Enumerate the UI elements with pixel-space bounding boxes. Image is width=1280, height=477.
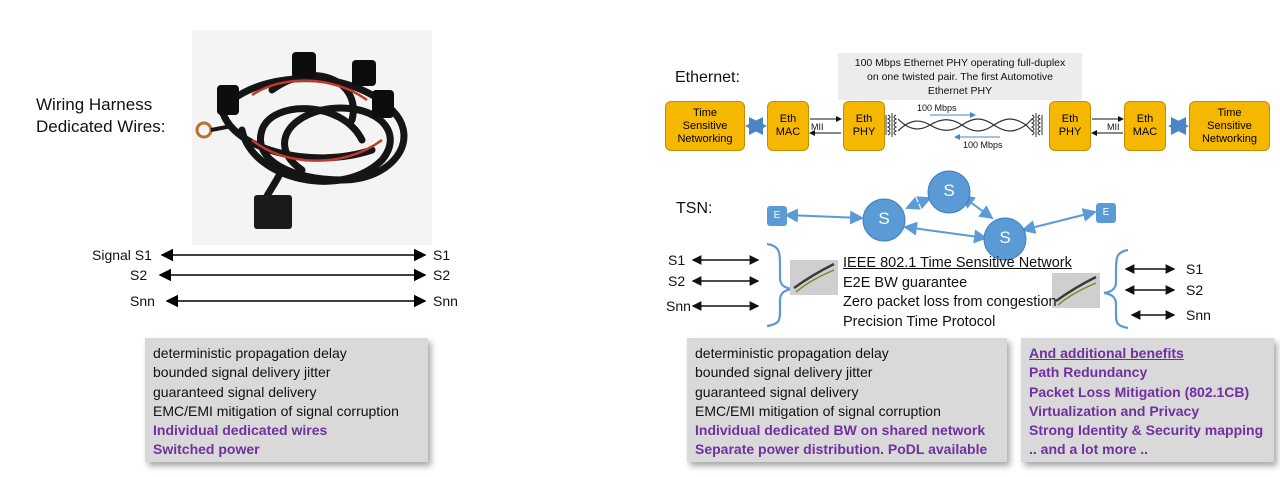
tsn-signal-left-3: Snn <box>666 298 691 314</box>
tsn-feature-item: Precision Time Protocol <box>843 313 996 330</box>
property-item: EMC/EMI mitigation of signal corruption <box>153 402 399 419</box>
highlight-item: Individual dedicated wires <box>153 422 328 439</box>
harness-title-line1: Wiring Harness <box>36 95 153 114</box>
harness-signal-left-3: Snn <box>130 293 155 309</box>
benefits-title: And additional benefits <box>1029 345 1184 361</box>
benefit-item: Strong Identity & Security mapping <box>1029 422 1264 439</box>
tsn-feature-list: IEEE 802.1 Time Sensitive Network E2E BW… <box>843 254 1072 332</box>
property-item: bounded signal delivery jitter <box>153 364 331 381</box>
ethernet-link-diagram <box>745 112 1189 140</box>
tsn-feature-item: Zero packet loss from congestion <box>843 294 1057 310</box>
tsn-signal-right-2: S2 <box>1186 282 1204 298</box>
mii-label-right: MII <box>1107 122 1120 132</box>
benefit-item: Virtualization and Privacy <box>1029 402 1200 419</box>
highlight-item: Separate power distribution. PoDL availa… <box>695 441 988 458</box>
callout-line: 100 Mbps Ethernet PHY operating full-dup… <box>854 57 1066 69</box>
highlight-item: Individual dedicated BW on shared networ… <box>695 422 986 439</box>
wiring-harness-image <box>192 30 432 245</box>
harness-signal-right-3: Snn <box>433 293 458 309</box>
switch-3: S <box>999 228 1011 247</box>
harness-properties-box: deterministic propagation delay bounded … <box>145 338 428 462</box>
property-item: EMC/EMI mitigation of signal corruption <box>695 402 941 419</box>
harness-signal-left-1: Signal S1 <box>92 247 152 263</box>
endpoint-right: E <box>1102 207 1110 218</box>
ethernet-label: Ethernet: <box>675 69 740 86</box>
callout-line: on one twisted pair. The first Automotiv… <box>867 71 1053 83</box>
tsn-label: TSN: <box>676 200 713 217</box>
harness-title-line2: Dedicated Wires: <box>36 117 166 136</box>
benefit-item: Path Redundancy <box>1029 364 1148 381</box>
property-item: deterministic propagation delay <box>153 345 347 361</box>
callout-line: Ethernet PHY <box>927 85 993 97</box>
property-item: guaranteed signal delivery <box>153 383 317 400</box>
harness-signal-left-2: S2 <box>130 267 148 283</box>
tsn-signal-left-2: S2 <box>668 273 686 289</box>
highlight-item: Switched power <box>153 441 260 458</box>
tsn-signal-left-1: S1 <box>668 252 686 268</box>
switch-2: S <box>943 181 955 200</box>
tsn-signal-right-1: S1 <box>1186 261 1204 277</box>
rate-top-label: 100 Mbps <box>917 103 957 113</box>
property-item: deterministic propagation delay <box>695 345 889 361</box>
benefit-item: .. and a lot more .. <box>1029 441 1149 458</box>
tsn-signal-right-3: Snn <box>1186 307 1211 323</box>
mii-label-left: MII <box>811 122 824 132</box>
rate-bottom-label: 100 Mbps <box>963 140 1003 150</box>
property-item: bounded signal delivery jitter <box>695 364 873 381</box>
tsn-properties-box: deterministic propagation delay bounded … <box>687 338 1007 462</box>
property-item: guaranteed signal delivery <box>695 383 859 400</box>
tsn-feature-title: IEEE 802.1 Time Sensitive Network <box>843 255 1072 271</box>
benefit-item: Packet Loss Mitigation (802.1CB) <box>1029 383 1250 400</box>
tsn-network-diagram <box>691 170 1176 330</box>
phy-callout: 100 Mbps Ethernet PHY operating full-dup… <box>838 53 1082 100</box>
switch-1: S <box>878 209 890 228</box>
tsn-feature-item: E2E BW guarantee <box>843 274 968 291</box>
harness-signal-arrows <box>158 248 427 308</box>
endpoint-left: E <box>773 210 781 221</box>
harness-signal-right-1: S1 <box>433 247 451 263</box>
benefits-box: And additional benefits Path Redundancy … <box>1021 338 1274 462</box>
harness-signal-right-2: S2 <box>433 267 451 283</box>
